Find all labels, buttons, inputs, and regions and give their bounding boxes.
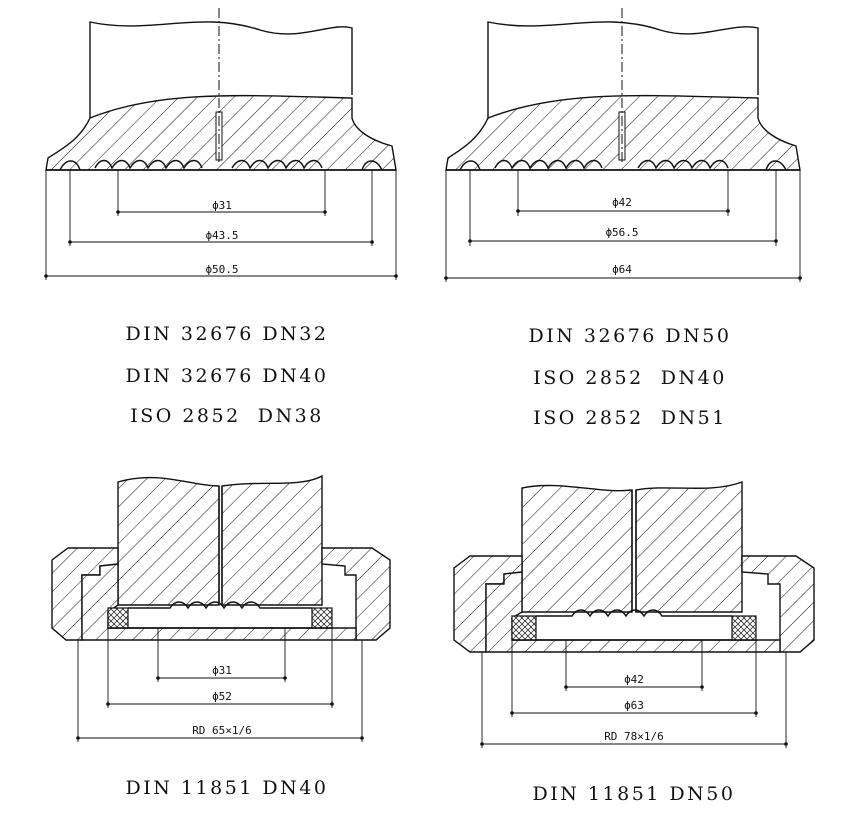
seal-ring-right: [311, 607, 333, 629]
seal-ring-left: [511, 615, 537, 641]
liner-section: [521, 484, 633, 613]
clamp-ferrule-view-2: ϕ42 ϕ56.5 ϕ64 DIN 32676 DN50 ISO 2852 DN…: [444, 8, 802, 429]
standard-label: DIN 11851 DN40: [126, 777, 329, 799]
standard-label: ISO 2852 DN38: [130, 405, 324, 427]
pipe-outline: [89, 21, 353, 118]
standard-label: DIN 32676 DN50: [529, 325, 732, 347]
male-part-left: [81, 563, 357, 641]
standard-label: ISO 2852 DN40: [533, 367, 727, 389]
dimension-inner-diameter: ϕ42: [612, 196, 632, 209]
seal-ring-right: [731, 615, 757, 641]
standard-label: DIN 32676 DN40: [126, 365, 329, 387]
seal-ring-left: [107, 607, 129, 629]
dimension-seal-diameter: ϕ63: [624, 699, 644, 712]
dimension-inner-diameter: ϕ31: [212, 664, 232, 677]
dimension-thread: RD 78×1/6: [604, 730, 664, 743]
dimension-thread: RD 65×1/6: [192, 724, 252, 737]
dimension-groove-diameter: ϕ56.5: [605, 226, 638, 239]
pipe-outline: [487, 21, 759, 118]
dimension-groove-diameter: ϕ43.5: [205, 229, 238, 242]
liner-section: [117, 476, 220, 606]
liner-section: [221, 474, 323, 606]
liner-section: [635, 480, 743, 613]
clamp-ferrule-view-1: ϕ31 ϕ43.5 ϕ50.5 DIN 32676 DN32 DIN 32676…: [44, 8, 398, 427]
dimension-inner-diameter: ϕ31: [212, 199, 232, 212]
dimension-outer-diameter: ϕ50.5: [205, 263, 238, 276]
dimension-inner-diameter: ϕ42: [624, 673, 644, 686]
dimension-outer-diameter: ϕ64: [612, 263, 632, 276]
standard-label: DIN 11851 DN50: [533, 783, 736, 805]
seal-groove-profile: [536, 609, 732, 618]
seal-groove-profile: [59, 159, 383, 171]
seal-groove-profile: [459, 159, 787, 171]
standard-label: DIN 32676 DN32: [126, 323, 329, 345]
threaded-union-view-4: ϕ42 ϕ63 RD 78×1/6 DIN 11851 DN50: [453, 480, 815, 805]
male-part-left: [485, 571, 781, 653]
standard-label: ISO 2852 DN51: [533, 407, 727, 429]
dimension-seal-diameter: ϕ52: [212, 690, 232, 703]
threaded-union-view-3: ϕ31 ϕ52 RD 65×1/6 DIN 11851 DN40: [51, 474, 391, 799]
seal-groove-profile: [128, 601, 312, 610]
